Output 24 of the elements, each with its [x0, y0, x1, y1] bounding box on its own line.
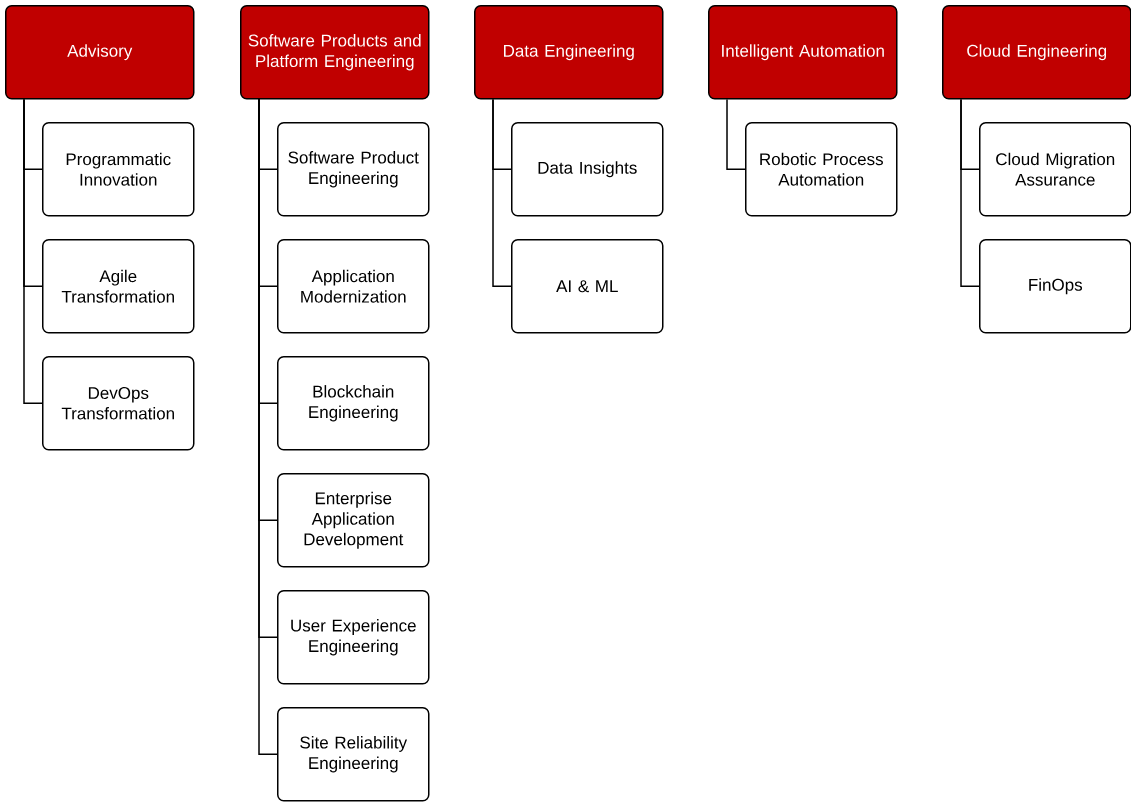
service-box: FinOps [979, 239, 1131, 334]
category-box: Intelligent Automation [708, 5, 898, 100]
service-box: Blockchain Engineering [277, 356, 430, 451]
service-box: DevOps Transformation [42, 356, 195, 451]
service-box: Data Insights [511, 122, 664, 217]
service-box: Enterprise Application Development [277, 473, 430, 568]
service-box: AI & ML [511, 239, 664, 334]
connector-line [960, 98, 980, 287]
service-box: Site Reliability Engineering [277, 707, 430, 802]
category-box: Advisory [5, 5, 195, 100]
category-box: Software Products and Platform Engineering [240, 5, 430, 100]
connector-line [726, 98, 746, 170]
service-box: Software Product Engineering [277, 122, 430, 217]
connector-line [492, 98, 512, 287]
service-box: Cloud Migration Assurance [979, 122, 1131, 217]
category-box: Cloud Engineering [942, 5, 1131, 100]
category-box: Data Engineering [474, 5, 664, 100]
service-box: Programmatic Innovation [42, 122, 195, 217]
service-box: User Experience Engineering [277, 590, 430, 685]
service-box: Robotic Process Automation [745, 122, 898, 217]
connector-line [258, 98, 278, 755]
connector-line [23, 98, 43, 404]
service-box: Application Modernization [277, 239, 430, 334]
service-box: Agile Transformation [42, 239, 195, 334]
